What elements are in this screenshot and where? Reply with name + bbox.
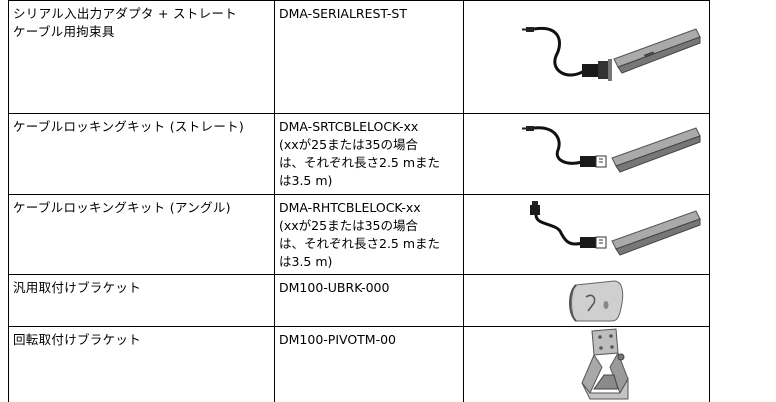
- image-cell: [463, 113, 710, 195]
- table-row: ケーブルロッキングキット (ストレート) DMA-SRTCBLELOCK-xx …: [8, 113, 710, 195]
- length-note: (xxが25または35の場合 は、それぞれ長さ2.5 mまた は3.5 m): [279, 218, 441, 269]
- image-cell: [463, 326, 710, 402]
- angled-cable-lock-kit-icon: [530, 201, 701, 256]
- table-row: シリアル入出力アダプタ + ストレート ケーブル用拘束具 DMA-SERIALR…: [8, 0, 710, 114]
- part-number: DMA-SERIALREST-ST: [279, 6, 408, 21]
- accessory-name-cell: 汎用取付けブラケット: [8, 274, 275, 327]
- part-number: DMA-RHTCBLELOCK-xx: [279, 200, 421, 215]
- serial-adapter-cable-bracket-icon: [522, 26, 701, 81]
- table-row: 汎用取付けブラケット DM100-UBRK-000: [8, 274, 710, 327]
- straight-cable-lock-kit-icon: [522, 126, 701, 173]
- part-number: DM100-UBRK-000: [279, 280, 390, 295]
- accessory-name-cell: ケーブルロッキングキット (アングル): [8, 194, 275, 275]
- length-note: (xxが25または35の場合 は、それぞれ長さ2.5 mまた は3.5 m): [279, 137, 441, 188]
- image-cell: [463, 194, 710, 275]
- table-row: 回転取付けブラケット DM100-PIVOTM-00: [8, 326, 710, 402]
- accessory-name: ケーブルロッキングキット (アングル): [13, 200, 231, 215]
- accessory-name-cell: シリアル入出力アダプタ + ストレート ケーブル用拘束具: [8, 0, 275, 114]
- accessory-name: 回転取付けブラケット: [13, 332, 142, 347]
- accessory-table: シリアル入出力アダプタ + ストレート ケーブル用拘束具 DMA-SERIALR…: [8, 0, 710, 402]
- part-number-cell: DM100-PIVOTM-00: [274, 326, 464, 402]
- part-number: DM100-PIVOTM-00: [279, 332, 397, 347]
- part-number-cell: DMA-SRTCBLELOCK-xx (xxが25または35の場合 は、それぞれ…: [274, 113, 464, 195]
- accessory-name: シリアル入出力アダプタ + ストレート ケーブル用拘束具: [13, 6, 237, 39]
- universal-mount-bracket-icon: [569, 280, 624, 322]
- accessory-name: ケーブルロッキングキット (ストレート): [13, 119, 245, 134]
- image-cell: [463, 0, 710, 114]
- part-number-cell: DM100-UBRK-000: [274, 274, 464, 327]
- accessory-name: 汎用取付けブラケット: [13, 280, 142, 295]
- part-number-cell: DMA-SERIALREST-ST: [274, 0, 464, 114]
- table-row: ケーブルロッキングキット (アングル) DMA-RHTCBLELOCK-xx (…: [8, 194, 710, 275]
- pivot-mount-bracket-icon: [581, 328, 629, 400]
- accessory-name-cell: ケーブルロッキングキット (ストレート): [8, 113, 275, 195]
- image-cell: [463, 274, 710, 327]
- part-number-cell: DMA-RHTCBLELOCK-xx (xxが25または35の場合 は、それぞれ…: [274, 194, 464, 275]
- part-number: DMA-SRTCBLELOCK-xx: [279, 119, 419, 134]
- accessory-name-cell: 回転取付けブラケット: [8, 326, 275, 402]
